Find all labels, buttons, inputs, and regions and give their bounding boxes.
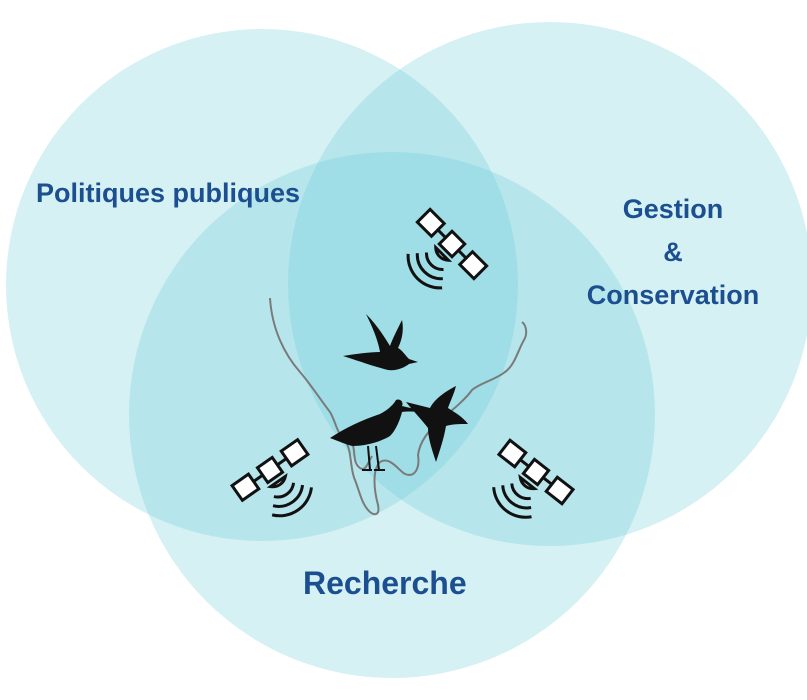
label-gestion-conservation: Gestion & Conservation: [553, 188, 793, 317]
wading-bird-icon: [330, 399, 430, 471]
bird-icon: [406, 386, 468, 462]
bird-icon: [343, 314, 418, 371]
label-gestion: Gestion: [622, 194, 724, 224]
label-politiques-publiques: Politiques publiques: [36, 178, 301, 208]
label-ampersand: &: [663, 237, 683, 267]
label-recherche: Recherche: [303, 565, 467, 601]
label-conservation: Conservation: [586, 280, 760, 310]
coastline-map: [269, 297, 528, 516]
